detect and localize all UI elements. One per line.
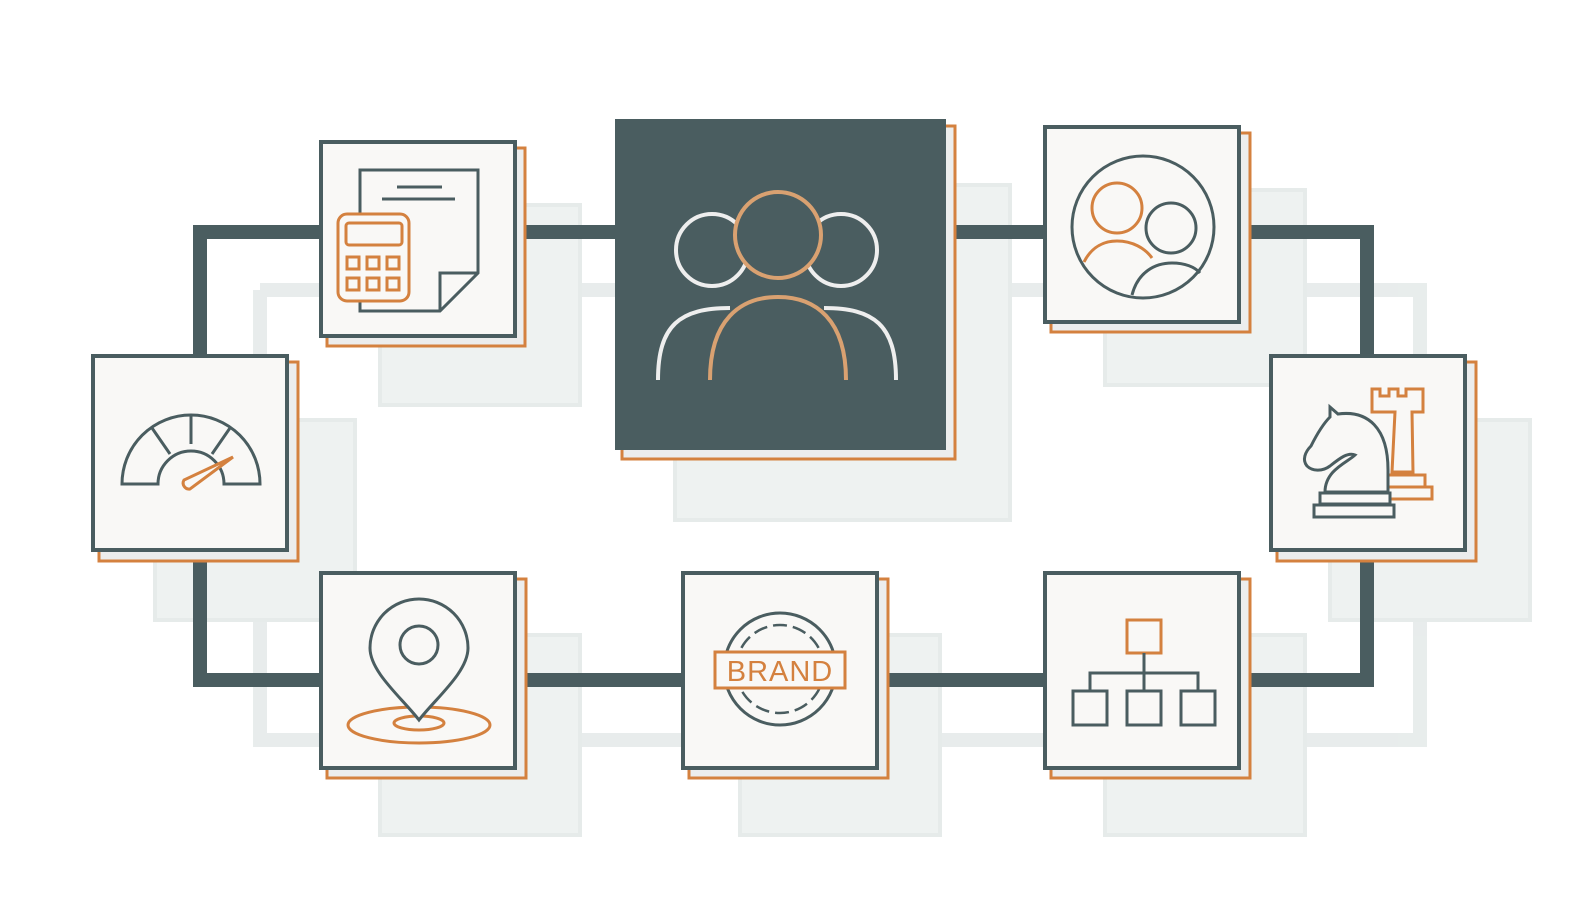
user-group-circle-icon xyxy=(1070,154,1216,300)
node-speedometer xyxy=(91,354,300,563)
team-icon xyxy=(656,190,898,381)
brand-stamp-icon: BRAND xyxy=(713,611,847,727)
calculator-document-icon xyxy=(336,168,480,313)
node-chess xyxy=(1269,354,1478,563)
org-chart-icon xyxy=(1071,618,1217,727)
node-user-group xyxy=(1043,125,1252,334)
node-org-chart xyxy=(1043,571,1252,780)
chess-strategy-icon xyxy=(1302,387,1434,519)
speedometer-icon xyxy=(120,413,262,491)
location-pin-icon xyxy=(346,597,492,745)
brand-label: BRAND xyxy=(727,656,834,688)
center-node xyxy=(615,119,957,461)
node-calculator-document xyxy=(319,140,527,348)
node-location xyxy=(319,571,528,780)
node-brand: BRAND xyxy=(681,571,890,780)
